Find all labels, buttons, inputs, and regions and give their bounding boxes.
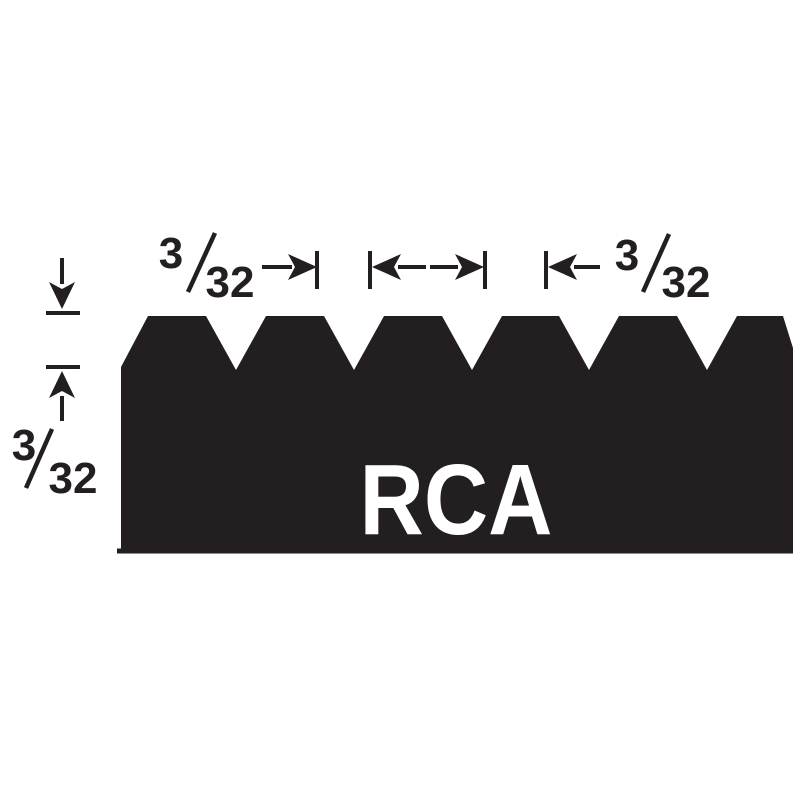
arrow-left-icon bbox=[372, 254, 401, 280]
dimension-tooth-depth: 3 32 bbox=[12, 258, 98, 503]
fraction-slash bbox=[23, 428, 55, 489]
fraction-numerator: 3 bbox=[159, 229, 183, 278]
brand-label: RCA bbox=[360, 444, 553, 556]
fraction-denominator: 32 bbox=[206, 258, 255, 307]
fraction-numerator: 3 bbox=[615, 231, 639, 280]
fraction-denominator: 32 bbox=[49, 454, 98, 503]
blade-profile-shape bbox=[121, 316, 793, 553]
blade-profile: RCA bbox=[117, 316, 793, 556]
arrow-right-icon bbox=[288, 254, 317, 280]
fraction-slash bbox=[640, 233, 672, 293]
fraction-denominator: 32 bbox=[662, 258, 711, 307]
dimension-tooth-spacing-left: 3 32 bbox=[159, 229, 319, 307]
arrow-up-icon bbox=[49, 371, 75, 398]
fraction-slash bbox=[185, 232, 218, 293]
dimension-tooth-spacing-right: 3 32 bbox=[544, 231, 711, 307]
dimension-tooth-spacing-middle bbox=[368, 251, 487, 289]
arrow-left-icon bbox=[548, 254, 577, 280]
arrow-right-icon bbox=[455, 254, 484, 280]
arrow-down-icon bbox=[49, 282, 75, 309]
fraction-numerator: 3 bbox=[12, 421, 36, 470]
